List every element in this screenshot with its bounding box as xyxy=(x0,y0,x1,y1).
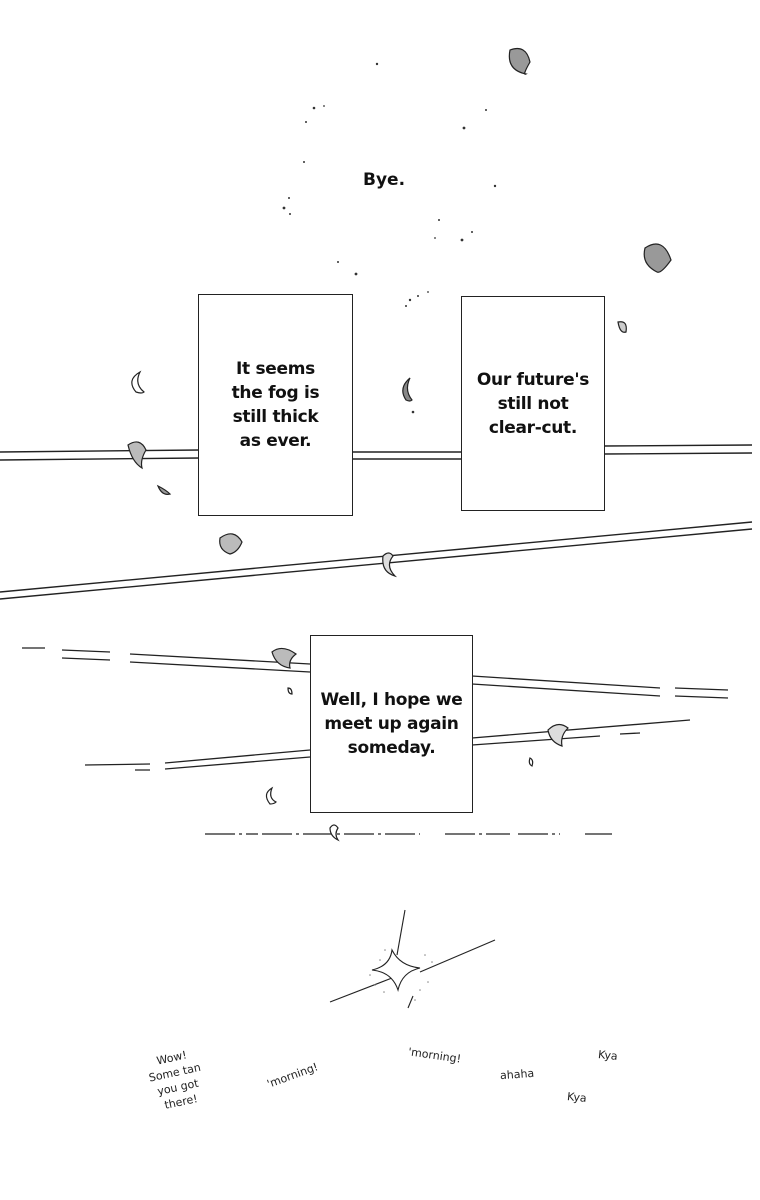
chatter-kya-upper: Kya xyxy=(597,1048,619,1063)
chatter-laugh: ahaha xyxy=(499,1066,535,1083)
lower-wires xyxy=(22,647,729,835)
dust-specks xyxy=(282,62,497,414)
caption-box-fog: It seems the fog is still thick as ever. xyxy=(198,294,353,516)
farewell-text: Bye. xyxy=(363,170,406,190)
caption-box-someday: Well, I hope we meet up again someday. xyxy=(310,635,473,813)
falling-petals xyxy=(131,47,672,805)
sparkle-screentone xyxy=(369,949,433,1001)
upper-wires xyxy=(0,444,753,600)
caption-text-future: Our future's still not clear-cut. xyxy=(476,369,590,438)
caption-box-future: Our future's still not clear-cut. xyxy=(461,296,605,511)
caption-text-fog: It seems the fog is still thick as ever. xyxy=(231,359,320,451)
chatter-kya-lower: Kya xyxy=(566,1090,588,1105)
caption-text-someday: Well, I hope we meet up again someday. xyxy=(320,690,463,758)
wire-clips xyxy=(127,441,569,842)
sparkle-icon xyxy=(329,909,496,1009)
